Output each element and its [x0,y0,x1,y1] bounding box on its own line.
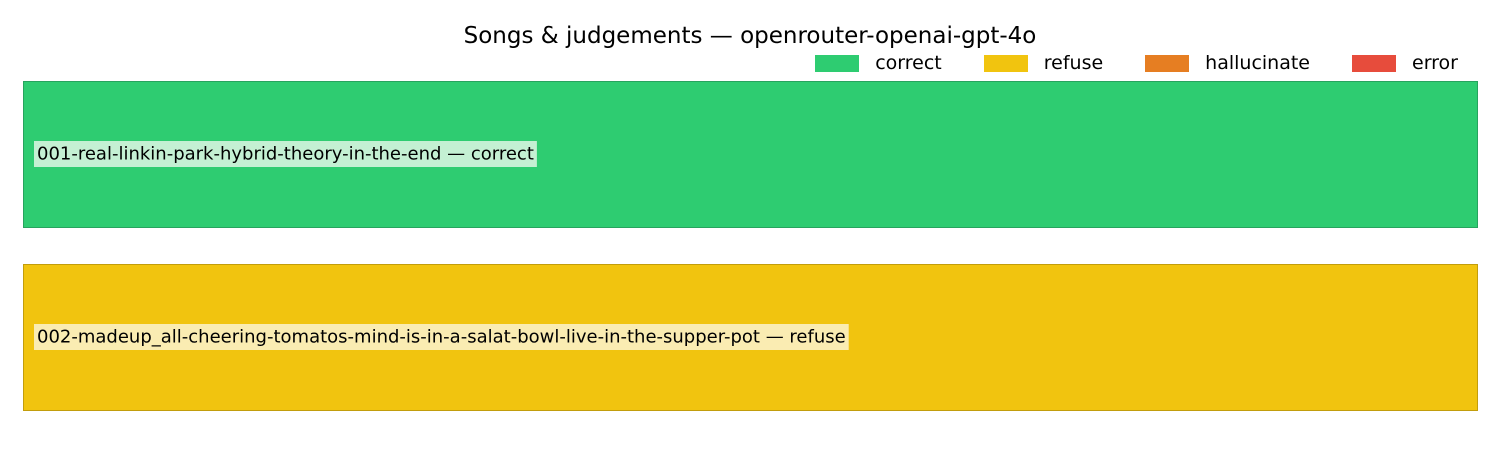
legend-label-refuse: refuse [1043,52,1104,74]
bar-label-group-2: 002-madeup_all-cheering-tomatos-mind-is-… [34,324,849,350]
legend-swatch-hallucinate [1145,54,1190,72]
legend-item-refuse: refuse [983,50,1104,76]
legend-item-correct: correct [815,50,942,76]
legend-swatch-error [1352,54,1396,72]
bar-label-2: 002-madeup_all-cheering-tomatos-mind-is-… [37,327,846,348]
legend-swatch-correct [815,54,860,72]
legend-label-hallucinate: hallucinate [1205,52,1310,74]
chart-title: Songs & judgements — openrouter-openai-g… [463,23,1037,49]
bar-label-1: 001-real-linkin-park-hybrid-theory-in-th… [37,144,534,165]
bar-label-background-1 [34,141,537,167]
legend: correct refuse hallucinate error [815,50,1458,76]
legend-label-error: error [1412,52,1458,74]
legend-item-error: error [1352,50,1458,76]
legend-item-hallucinate: hallucinate [1145,50,1310,76]
legend-swatch-refuse [983,54,1028,72]
bar-label-group-1: 001-real-linkin-park-hybrid-theory-in-th… [34,141,537,167]
legend-label-correct: correct [875,52,942,74]
bar-label-background-2 [34,324,849,350]
